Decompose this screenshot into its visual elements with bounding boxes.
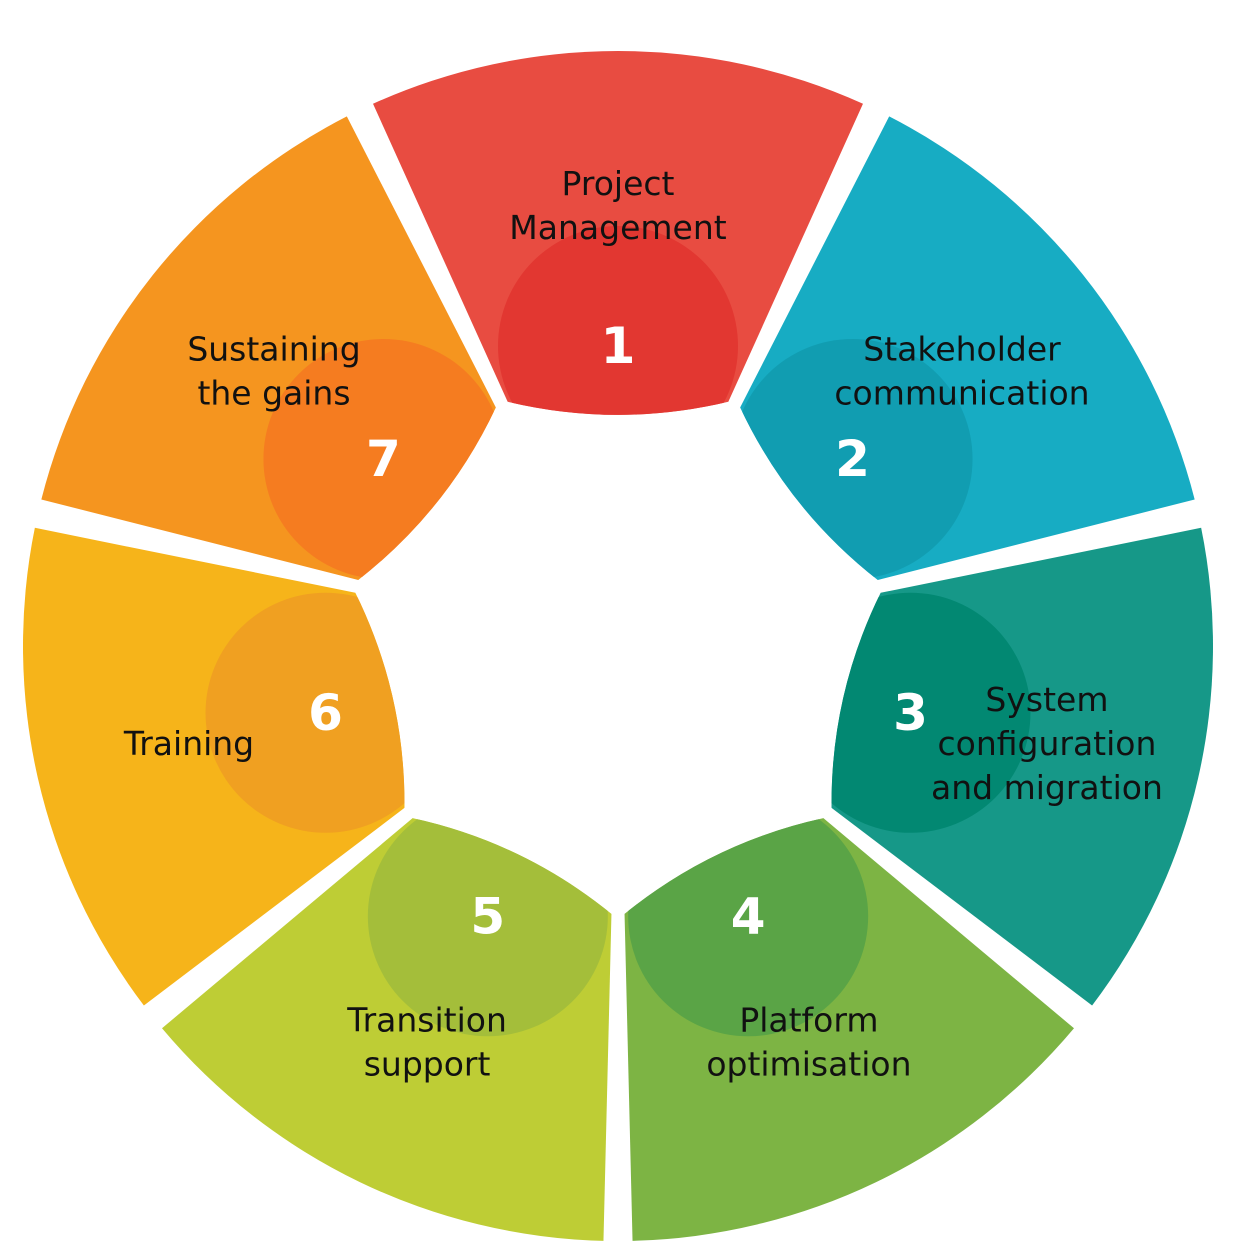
segment-6-label: Training [123, 724, 254, 763]
segment-1-label-line: Management [509, 208, 726, 247]
segment-2-label: Stakeholder communication [834, 330, 1089, 413]
segment-1-label-line: Project [562, 164, 675, 203]
segment-2-label-line: communication [834, 374, 1089, 413]
segment-5-label-line: Transition [346, 1000, 507, 1039]
segment-2-number: 2 [835, 430, 870, 488]
segment-1-cap [498, 226, 738, 415]
segment-4-label-line: optimisation [706, 1044, 911, 1083]
segment-6-label-line: Training [123, 724, 254, 763]
segment-3-label-line: and migration [931, 768, 1163, 807]
segment-3-number: 3 [893, 684, 928, 742]
segment-3-label: System configuration and migration [931, 680, 1163, 807]
segment-1-number: 1 [601, 317, 636, 375]
segment-3-label-line: System [985, 680, 1108, 719]
segment-7-label-line: the gains [197, 374, 350, 413]
segment-2-label-line: Stakeholder [863, 330, 1061, 369]
segment-5-label: Transition support [346, 1000, 507, 1083]
segment-5-label-line: support [364, 1044, 491, 1083]
segment-3-label-line: configuration [938, 724, 1157, 763]
segment-6-number: 6 [308, 684, 343, 742]
segment-4-number: 4 [731, 887, 766, 945]
segment-7-label-line: Sustaining [187, 330, 360, 369]
segment-5-number: 5 [470, 887, 505, 945]
segment-4-label: Platform optimisation [706, 1000, 911, 1083]
segment-7-number: 7 [366, 430, 401, 488]
segment-7-label: Sustaining the gains [187, 330, 360, 413]
segment-4-label-line: Platform [739, 1000, 878, 1039]
